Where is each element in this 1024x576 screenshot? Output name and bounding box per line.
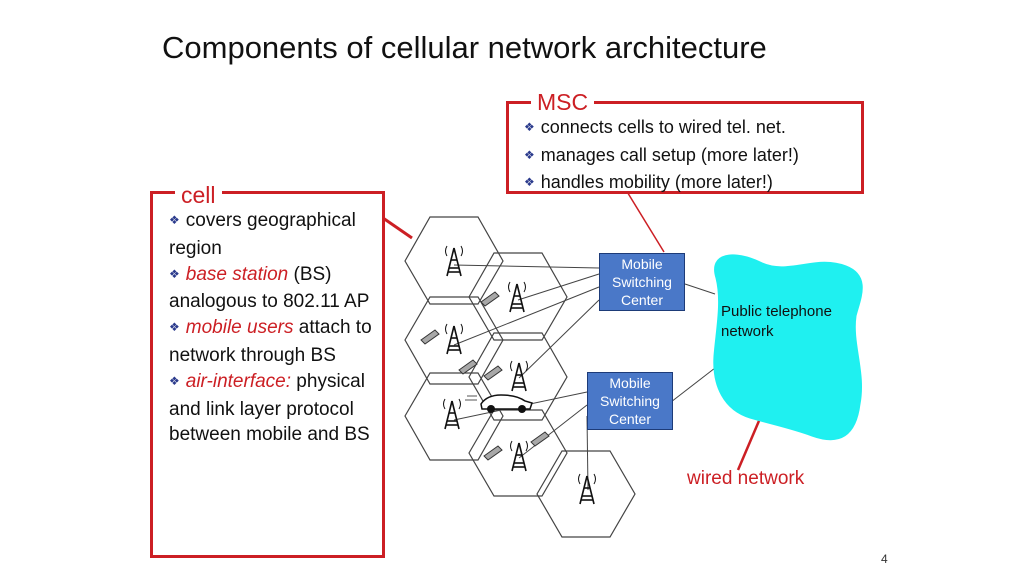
cell-hexagon: [404, 216, 504, 305]
cell-pointer-line: [382, 216, 413, 240]
antenna-icon: [508, 281, 526, 313]
mobile-phones: [420, 291, 550, 461]
diamond-bullet-icon: ❖: [169, 266, 180, 281]
msc-pointer-line: [625, 189, 665, 253]
diamond-bullet-icon: ❖: [524, 120, 535, 134]
list-item: ❖base station (BS) analogous to 802.11 A…: [169, 263, 370, 313]
list-item: ❖manages call setup (more later!): [524, 144, 799, 165]
cell-callout-box: [150, 191, 385, 558]
pstn-label: Public telephone network: [721, 303, 832, 340]
mobile-phone-icon: [530, 431, 550, 447]
mobile-switching-center: Mobile Switching Center: [587, 372, 673, 430]
antenna-towers: [443, 245, 596, 505]
list-item: ❖handles mobility (more later!): [524, 172, 773, 192]
mobile-switching-center: Mobile Switching Center: [599, 253, 685, 311]
mobile-phone-icon: [483, 445, 503, 461]
wired-network-label: wired network: [687, 468, 805, 489]
list-item: ❖connects cells to wired tel. net.: [524, 117, 786, 137]
list-item: ❖air-interface: physical and link layer …: [169, 370, 370, 446]
cell-hexagon: [404, 372, 504, 461]
car-icon: [465, 394, 533, 413]
cell-bullet-list: ❖covers geographical region ❖base statio…: [169, 208, 379, 448]
page-number: 4: [881, 552, 888, 566]
msc-bullet-list: ❖connects cells to wired tel. net. ❖mana…: [524, 115, 799, 198]
antenna-icon: [445, 245, 463, 277]
diamond-bullet-icon: ❖: [524, 147, 535, 162]
diamond-bullet-icon: ❖: [169, 373, 180, 388]
antenna-icon: [510, 440, 528, 472]
msc-box-label: MSC: [531, 90, 595, 114]
cell-hexagon: [468, 332, 568, 421]
antenna-icon: [445, 323, 463, 355]
diamond-bullet-icon: ❖: [169, 320, 180, 335]
list-item: ❖mobile users attach to network through …: [169, 317, 372, 366]
cell-hexagon: [468, 409, 568, 497]
cell-box-label: cell: [175, 183, 222, 207]
slide-title: Components of cellular network architect…: [162, 30, 767, 65]
mobile-phone-icon: [458, 359, 478, 375]
diamond-bullet-icon: ❖: [169, 213, 180, 227]
mobile-phone-icon: [420, 329, 440, 345]
list-item: ❖covers geographical region: [169, 210, 356, 259]
mobile-phone-icon: [483, 365, 503, 381]
mobile-phone-icon: [480, 291, 500, 307]
cell-hexagon: [468, 252, 568, 341]
diamond-bullet-icon: ❖: [524, 175, 535, 189]
cell-hexagon: [404, 296, 504, 385]
msc-callout-box: [506, 101, 864, 194]
antenna-icon: [443, 398, 461, 430]
pstn-cloud: [713, 254, 863, 441]
cell-hexagon: [536, 450, 636, 538]
antenna-icon: [510, 360, 528, 392]
antenna-icon: [578, 473, 596, 505]
